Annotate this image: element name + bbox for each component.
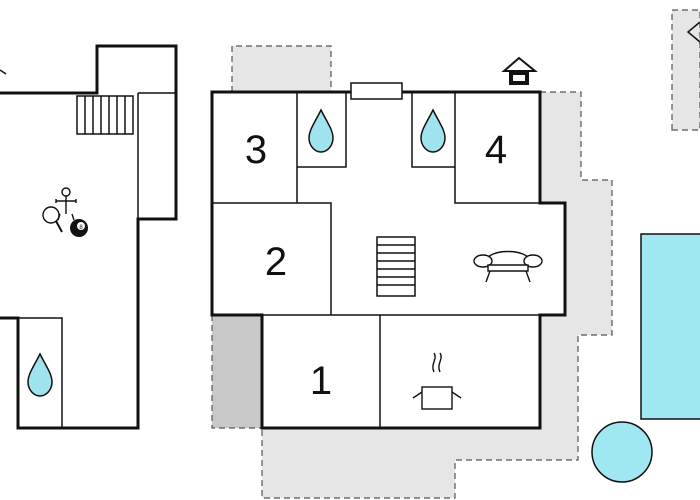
terrace-left-dark bbox=[211, 314, 263, 429]
left-building-outline bbox=[0, 44, 178, 430]
stairs-icon bbox=[376, 236, 416, 297]
room-number: 2 bbox=[265, 240, 287, 284]
room-number: 1 bbox=[310, 359, 332, 403]
table-games-icon: 8 bbox=[42, 187, 88, 237]
svg-text:8: 8 bbox=[79, 225, 83, 231]
terrace-right bbox=[261, 91, 613, 499]
room-number: 3 bbox=[245, 128, 267, 172]
window bbox=[350, 82, 403, 100]
cooking-pot-icon bbox=[412, 352, 462, 410]
main-building: 1 2 3 4 bbox=[210, 82, 567, 430]
hot-tub bbox=[591, 421, 653, 483]
swimming-pool bbox=[640, 233, 700, 420]
north-arrow-icon bbox=[686, 21, 700, 43]
left-building: 8 bbox=[0, 44, 178, 430]
water-drop-icon bbox=[308, 108, 334, 153]
terrace-top bbox=[231, 45, 332, 93]
outdoor-areas bbox=[211, 9, 700, 499]
stairs-icon bbox=[76, 95, 134, 135]
water-drop-icon bbox=[420, 108, 446, 153]
room-number: 4 bbox=[485, 128, 507, 172]
sofa-icon bbox=[473, 250, 543, 283]
house-icon bbox=[501, 56, 538, 85]
terrace-far-right bbox=[671, 9, 700, 131]
water-drop-icon bbox=[27, 352, 53, 397]
